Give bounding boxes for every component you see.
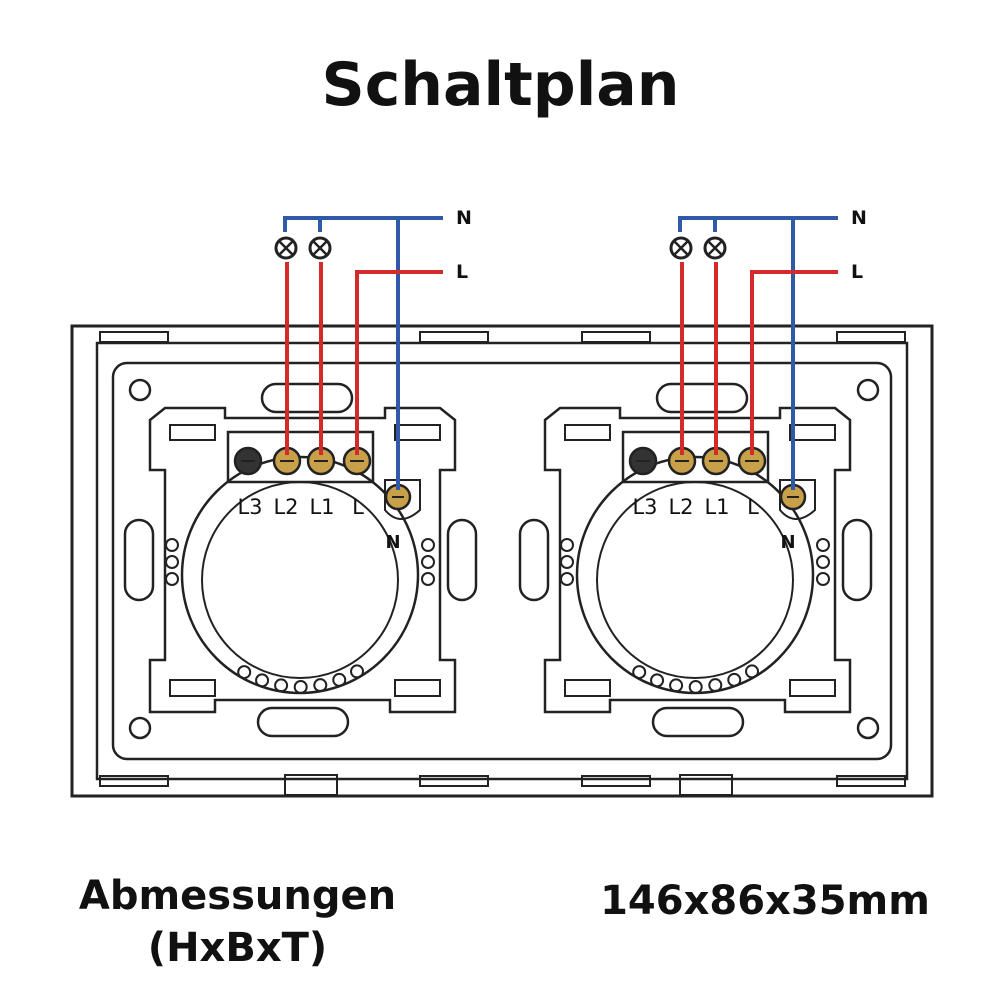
side-dot — [816, 538, 830, 552]
side-dot — [560, 538, 574, 552]
terminal-label-l3: L3 — [632, 495, 657, 519]
lamp-cross — [312, 240, 328, 256]
terminal-block — [226, 430, 375, 484]
module-wiring — [274, 216, 443, 490]
page-title: Schaltplan — [321, 50, 680, 120]
frame-clip — [679, 774, 733, 796]
top-oval — [655, 382, 749, 414]
frame-tab — [836, 775, 906, 787]
module-clip — [394, 679, 441, 697]
module-clip — [564, 424, 611, 441]
side-dot — [421, 555, 435, 569]
screw-hole — [128, 378, 152, 402]
frame-tab — [581, 775, 651, 787]
terminal-label-l: L — [747, 495, 759, 519]
dimensions-label: Abmessungen (HxBxT) — [40, 870, 435, 974]
mechanism-core — [596, 481, 794, 679]
side-slot — [446, 518, 478, 602]
ring-notch — [688, 679, 703, 694]
terminal-label-l3: L3 — [237, 495, 262, 519]
neutral-supply-wire — [283, 216, 443, 232]
supply-live-label: L — [456, 261, 468, 283]
side-dot — [421, 572, 435, 586]
neutral-terminal-housing — [384, 479, 421, 520]
neutral-terminal-label: N — [385, 532, 400, 553]
side-slot — [841, 518, 873, 602]
screw-hole — [856, 716, 880, 740]
module-housing — [543, 406, 852, 714]
neutral-supply-wire — [678, 216, 838, 232]
ring-notch — [237, 665, 252, 680]
ring-notch — [632, 665, 647, 680]
frame-clip — [284, 774, 338, 796]
dimensions-label-line2: (HxBxT) — [147, 925, 328, 971]
ring-notch — [293, 679, 308, 694]
ring-notch — [650, 673, 665, 688]
ring-notch — [332, 672, 347, 687]
frame-tab — [419, 331, 489, 343]
module-clip — [169, 679, 216, 697]
frame-tab — [581, 331, 651, 343]
ring-notch — [745, 664, 760, 679]
side-slot — [518, 518, 550, 602]
side-dot — [165, 555, 179, 569]
supply-neutral-label: N — [456, 207, 472, 229]
mechanism-ring — [575, 455, 815, 695]
lamp-cross — [673, 240, 689, 256]
dimensions-value: 146x86x35mm — [600, 878, 930, 924]
screw-hole — [128, 716, 152, 740]
side-dot — [165, 572, 179, 586]
module-clip — [394, 424, 441, 441]
module-wiring — [669, 216, 838, 490]
supply-live-label: L — [851, 261, 863, 283]
terminal-block — [621, 430, 770, 484]
ring-notch — [313, 678, 328, 693]
live-supply-wire — [750, 270, 838, 455]
ring-notch — [350, 664, 365, 679]
module-clip — [789, 679, 836, 697]
mechanism-core — [201, 481, 399, 679]
bottom-oval — [256, 706, 350, 738]
side-dot — [560, 555, 574, 569]
switch-module — [123, 382, 478, 738]
side-dot — [816, 572, 830, 586]
terminal-label-l2: L2 — [273, 495, 298, 519]
top-oval — [260, 382, 354, 414]
switch-module — [518, 382, 873, 738]
ring-notch — [274, 678, 289, 693]
terminal-label-l2: L2 — [668, 495, 693, 519]
switch-frame — [70, 324, 934, 798]
terminal-label-l1: L1 — [309, 495, 334, 519]
neutral-terminal-housing — [779, 479, 816, 520]
live-supply-wire — [355, 270, 443, 455]
terminal-label-l1: L1 — [704, 495, 729, 519]
bottom-oval — [651, 706, 745, 738]
lamp-cross — [707, 240, 723, 256]
ring-notch — [727, 672, 742, 687]
frame-tab — [99, 331, 169, 343]
frame-tab — [836, 331, 906, 343]
side-dot — [165, 538, 179, 552]
supply-neutral-label: N — [851, 207, 867, 229]
module-clip — [789, 424, 836, 441]
module-housing — [148, 406, 457, 714]
screw-hole — [856, 378, 880, 402]
ring-notch — [708, 678, 723, 693]
frame-tab — [419, 775, 489, 787]
side-slot — [123, 518, 155, 602]
module-clip — [169, 424, 216, 441]
dimensions-label-line1: Abmessungen — [78, 873, 397, 919]
lamp-cross — [278, 240, 294, 256]
frame-tab — [99, 775, 169, 787]
module-clip — [564, 679, 611, 697]
terminal-label-l: L — [352, 495, 364, 519]
ring-notch — [669, 678, 684, 693]
side-dot — [816, 555, 830, 569]
ring-notch — [255, 673, 270, 688]
side-dot — [560, 572, 574, 586]
side-dot — [421, 538, 435, 552]
neutral-terminal-label: N — [780, 532, 795, 553]
mechanism-ring — [180, 455, 420, 695]
